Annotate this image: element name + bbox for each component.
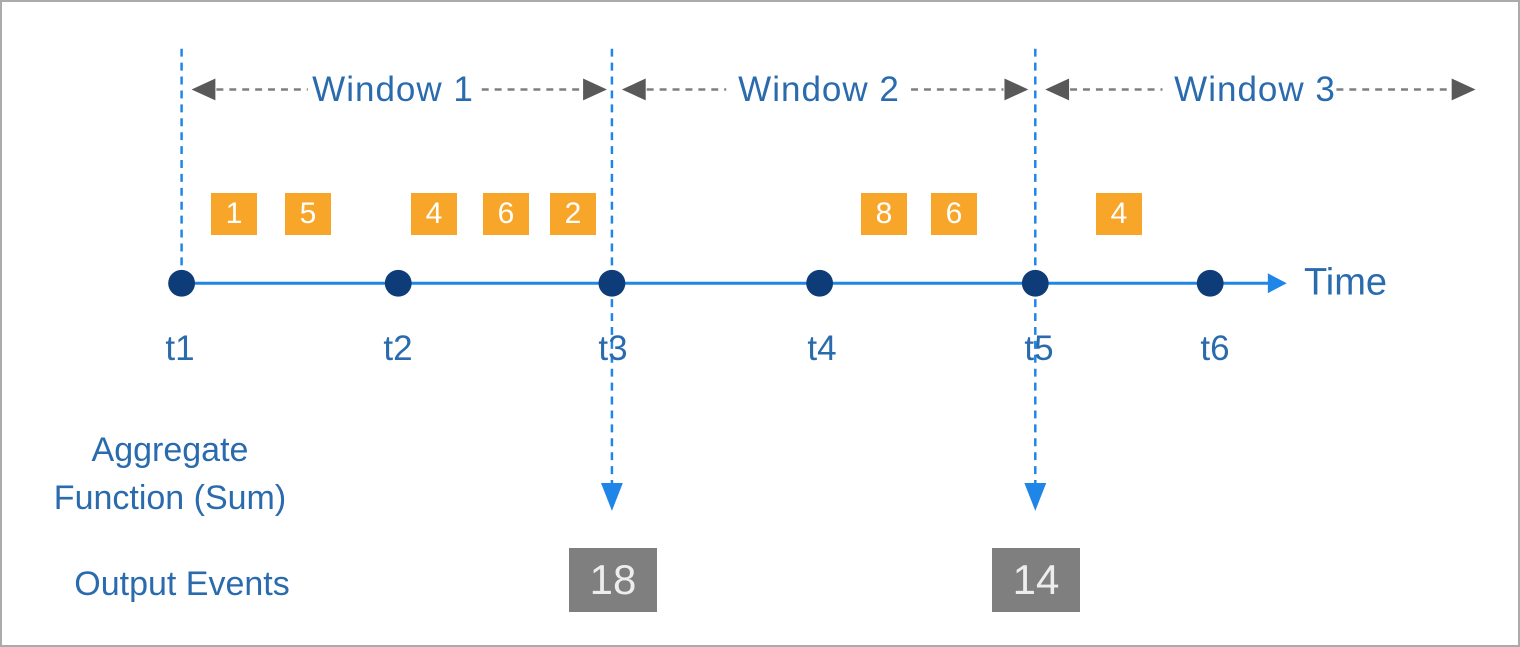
aggregate-function-label: Aggregate Function (Sum) bbox=[54, 426, 286, 522]
output-arrowheads bbox=[600, 483, 1047, 511]
timeline-axis bbox=[168, 269, 1287, 297]
tick-label-t4: t4 bbox=[807, 329, 837, 368]
arrow-left-icon bbox=[1045, 78, 1070, 101]
timeline-dot-t5 bbox=[1021, 269, 1049, 297]
event-box: 8 bbox=[861, 193, 907, 235]
down-arrow-icon bbox=[1024, 483, 1047, 511]
timeline-dot-t6 bbox=[1196, 269, 1224, 297]
timeline-dot-t1 bbox=[168, 269, 196, 297]
event-box: 1 bbox=[211, 193, 257, 235]
output-box: 14 bbox=[992, 548, 1080, 612]
timeline-dot-t3 bbox=[598, 269, 626, 297]
event-box: 5 bbox=[285, 193, 331, 235]
arrow-right-icon bbox=[1451, 78, 1476, 101]
window-boundary-lines bbox=[180, 48, 1037, 486]
event-box: 6 bbox=[483, 193, 529, 235]
window-2-label: Window 2 bbox=[738, 70, 900, 109]
aggregate-function-label-line1: Aggregate bbox=[91, 431, 249, 469]
tick-label-t1: t1 bbox=[165, 329, 195, 368]
event-box: 4 bbox=[1096, 193, 1142, 235]
arrow-left-icon bbox=[191, 78, 216, 101]
arrow-left-icon bbox=[621, 78, 646, 101]
timeline-dot-t2 bbox=[384, 269, 412, 297]
axis-arrow-right-icon bbox=[1267, 273, 1287, 294]
event-box: 4 bbox=[411, 193, 457, 235]
output-box: 18 bbox=[569, 548, 657, 612]
window-span-arrows bbox=[191, 78, 1476, 101]
timeline-dots bbox=[168, 269, 1224, 297]
tick-label-t2: t2 bbox=[383, 329, 413, 368]
window-3-label: Window 3 bbox=[1174, 70, 1336, 109]
aggregate-function-label-line2: Function (Sum) bbox=[53, 479, 287, 517]
tick-label-t6: t6 bbox=[1200, 329, 1230, 368]
output-events-label: Output Events bbox=[74, 565, 290, 603]
down-arrow-icon bbox=[600, 483, 623, 511]
time-axis-label: Time bbox=[1304, 261, 1388, 304]
window-1-label: Window 1 bbox=[312, 70, 474, 109]
tick-label-t5: t5 bbox=[1024, 329, 1054, 368]
tick-label-t3: t3 bbox=[598, 329, 628, 368]
timeline-dot-t4 bbox=[806, 269, 834, 297]
arrow-right-icon bbox=[1004, 78, 1029, 101]
arrow-right-icon bbox=[583, 78, 607, 101]
event-box: 2 bbox=[550, 193, 596, 235]
event-box: 6 bbox=[931, 193, 977, 235]
